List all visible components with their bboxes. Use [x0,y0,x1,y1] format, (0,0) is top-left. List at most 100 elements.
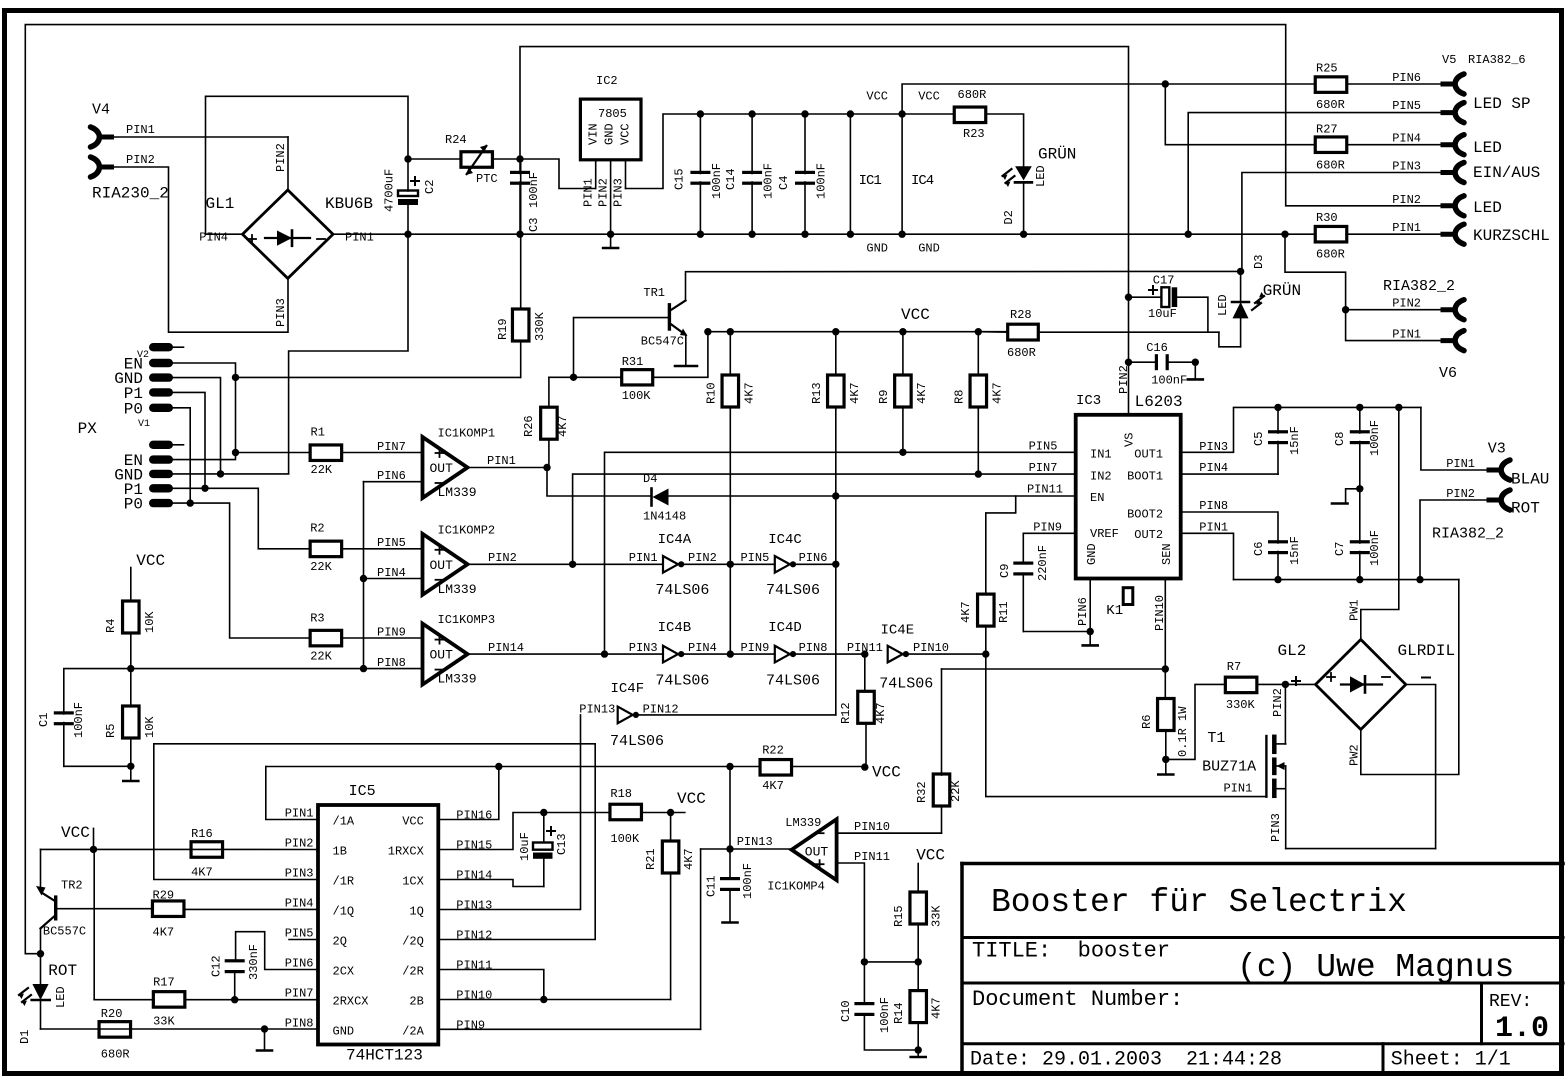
svg-text:GND: GND [333,1024,355,1038]
svg-text:7805: 7805 [598,107,627,121]
svg-text:PIN2: PIN2 [1392,193,1421,207]
svg-text:LM339: LM339 [438,485,477,500]
svg-text:RIA382_2: RIA382_2 [1432,526,1504,543]
svg-text:P0: P0 [124,400,143,418]
svg-text:74HCT123: 74HCT123 [346,1047,423,1065]
svg-text:R20: R20 [101,1007,123,1021]
svg-text:PIN1: PIN1 [1199,520,1228,534]
svg-text:PIN5: PIN5 [1029,440,1058,454]
svg-text:R32: R32 [915,781,929,803]
svg-text:1N4148: 1N4148 [643,509,686,523]
svg-text:Booster für Selectrix: Booster für Selectrix [991,884,1407,921]
svg-text:EN: EN [124,452,143,470]
svg-text:LM339: LM339 [785,816,821,830]
svg-text:VCC: VCC [619,123,633,145]
svg-text:R6: R6 [1140,715,1154,729]
svg-text:R16: R16 [191,827,213,841]
svg-text:IC4C: IC4C [768,532,802,548]
svg-text:IC5: IC5 [349,783,376,800]
svg-text:IC4A: IC4A [658,532,692,548]
svg-text:PIN15: PIN15 [456,839,492,853]
svg-text:C1: C1 [37,713,51,727]
svg-text:PIN10: PIN10 [913,641,949,655]
svg-text:100nF: 100nF [1368,530,1382,566]
svg-text:74LS06: 74LS06 [766,672,820,689]
svg-text:PIN1: PIN1 [1392,221,1421,235]
svg-text:74LS06: 74LS06 [655,582,709,599]
svg-text:PIN10: PIN10 [854,820,890,834]
svg-text:VCC: VCC [918,90,940,104]
svg-text:R28: R28 [1010,308,1032,322]
svg-text:BLAU: BLAU [1511,470,1549,488]
svg-text:PIN1: PIN1 [126,123,155,137]
svg-text:PIN9: PIN9 [456,1018,485,1032]
svg-text:VCC: VCC [866,90,888,104]
svg-text:/1R: /1R [333,875,355,889]
svg-text:VIN: VIN [587,123,601,145]
svg-text:PIN12: PIN12 [456,929,492,943]
svg-text:R5: R5 [104,724,118,738]
svg-text:PIN14: PIN14 [488,641,524,655]
svg-text:OUT2: OUT2 [1134,528,1163,542]
svg-text:PIN6: PIN6 [1076,597,1090,626]
svg-text:PIN4: PIN4 [1199,461,1228,475]
svg-text:V4: V4 [92,102,110,119]
svg-text:PIN5: PIN5 [740,551,769,565]
svg-text:Date: 29.01.2003 21:44:28: Date: 29.01.2003 21:44:28 [970,1049,1282,1072]
svg-text:LED: LED [1034,165,1048,187]
svg-text:PIN8: PIN8 [377,656,406,670]
svg-text:PIN2: PIN2 [1271,688,1285,717]
svg-text:/2Q: /2Q [402,935,424,949]
svg-text:PIN12: PIN12 [643,702,679,716]
svg-text:330K: 330K [533,311,547,341]
svg-text:22K: 22K [949,780,963,802]
svg-text:IC4D: IC4D [768,620,802,636]
svg-text:PIN6: PIN6 [1392,71,1421,85]
svg-text:PIN1: PIN1 [1446,457,1475,471]
svg-text:4K7: 4K7 [682,848,696,870]
svg-text:1.0: 1.0 [1495,1012,1549,1046]
svg-text:C16: C16 [1146,341,1168,355]
svg-text:RIA382_2: RIA382_2 [1383,278,1455,295]
svg-text:PIN13: PIN13 [737,835,773,849]
svg-text:C11: C11 [705,875,719,897]
svg-text:R26: R26 [522,415,536,437]
svg-text:PIN3: PIN3 [1392,160,1421,174]
svg-text:PIN5: PIN5 [1392,99,1421,113]
svg-text:10K: 10K [143,611,157,633]
svg-text:R8: R8 [952,390,966,404]
svg-text:C8: C8 [1333,432,1347,446]
svg-text:330K: 330K [1226,698,1256,712]
svg-text:680R: 680R [1316,98,1345,112]
svg-text:1B: 1B [333,845,347,859]
svg-text:(c) Uwe Magnus: (c) Uwe Magnus [1237,949,1514,986]
svg-text:Sheet: 1/1: Sheet: 1/1 [1391,1049,1511,1072]
svg-text:PIN2: PIN2 [1117,365,1131,394]
svg-text:EIN/AUS: EIN/AUS [1473,164,1540,182]
svg-text:/2A: /2A [402,1024,424,1038]
svg-text:R17: R17 [153,976,175,990]
svg-text:PW2: PW2 [1348,744,1362,766]
svg-text:C15: C15 [672,168,686,190]
svg-text:V5: V5 [1442,53,1456,67]
svg-text:OUT: OUT [430,558,454,573]
svg-text:100nF: 100nF [527,172,541,208]
svg-text:4K7: 4K7 [191,865,213,879]
svg-text:V3: V3 [1488,441,1506,458]
svg-text:PIN4: PIN4 [688,641,717,655]
svg-text:2RXCX: 2RXCX [333,995,369,1009]
svg-text:PIN14: PIN14 [456,869,492,883]
svg-text:PIN1: PIN1 [1392,328,1421,342]
svg-text:C13: C13 [555,833,569,855]
svg-text:BOOT1: BOOT1 [1127,470,1163,484]
svg-text:C2: C2 [423,180,437,194]
svg-text:0.1R 1W: 0.1R 1W [1176,706,1190,757]
svg-text:IC4B: IC4B [658,620,692,636]
svg-text:VCC: VCC [677,790,706,808]
svg-text:PIN6: PIN6 [285,957,314,971]
svg-text:100nF: 100nF [741,863,755,899]
svg-text:R23: R23 [963,127,985,141]
svg-text:R11: R11 [997,601,1011,623]
svg-text:4K7: 4K7 [959,601,973,623]
svg-text:PIN2: PIN2 [1446,487,1475,501]
